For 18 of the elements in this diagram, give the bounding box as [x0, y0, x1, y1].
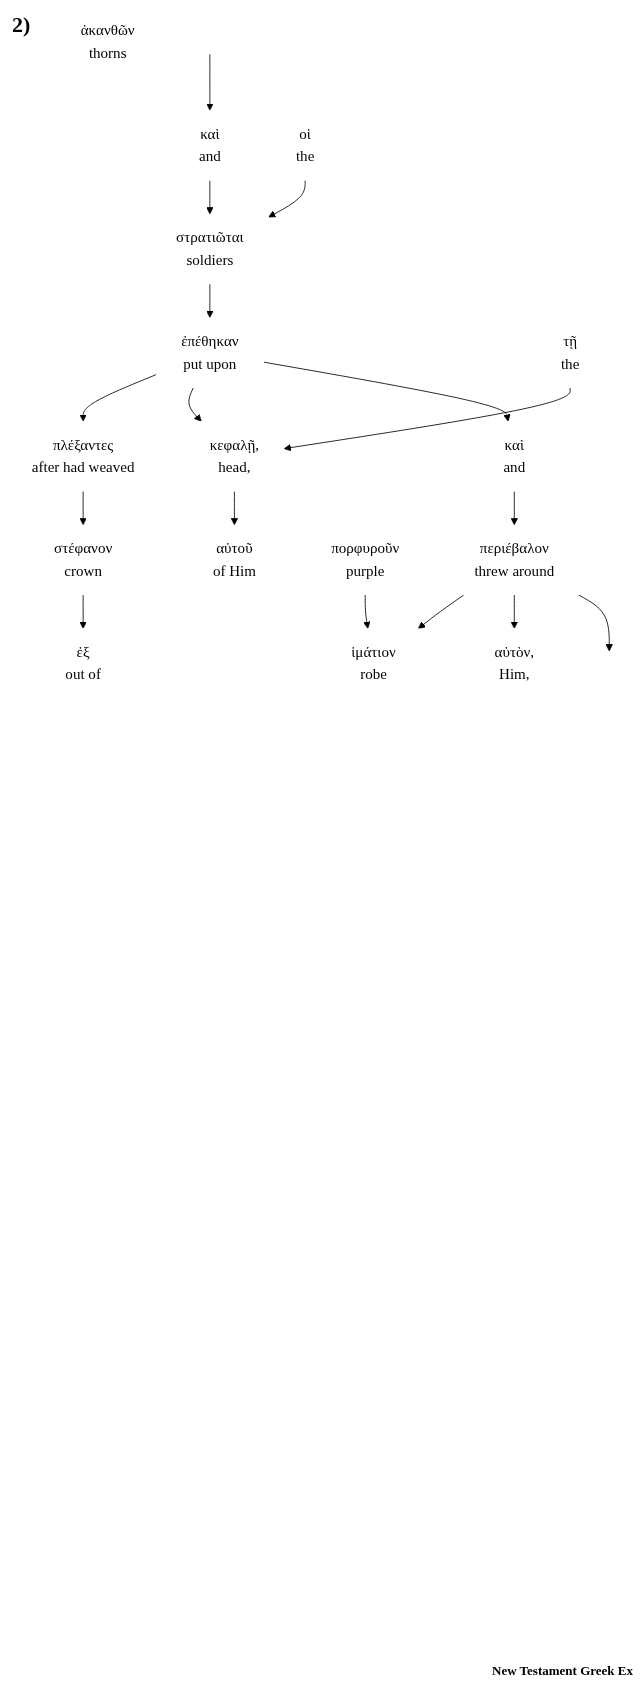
- node-text: ἐξ out of: [65, 643, 101, 683]
- node-text: αὐτοῦ of Him: [212, 539, 256, 580]
- node-text: ἱμάτιον robe: [351, 643, 396, 683]
- node-text: πορφυροῦν purple: [331, 539, 400, 580]
- footer-text: New Testament Greek Ex: [492, 1663, 633, 1679]
- node-text: κεφαλῇ, head,: [209, 436, 260, 476]
- node-text: αὐτὸν, Him,: [494, 643, 535, 683]
- node-text: στέφανον crown: [54, 539, 113, 580]
- sentence-number: 2): [12, 12, 31, 38]
- node-text: οἱ the: [295, 125, 315, 165]
- node-text: ἀκανθῶν thorns: [80, 21, 135, 62]
- node-text: περιέβαλον threw around: [474, 539, 555, 580]
- node-text: στρατιῶται soldiers: [176, 228, 244, 269]
- node-text: καὶ and: [503, 436, 526, 476]
- node-text: ἐπέθηκαν put upon: [181, 332, 239, 372]
- node-text: τῇ the: [560, 332, 580, 372]
- node-text: καὶ and: [199, 125, 221, 165]
- node-text: πλέξαντες after had weaved: [31, 436, 135, 476]
